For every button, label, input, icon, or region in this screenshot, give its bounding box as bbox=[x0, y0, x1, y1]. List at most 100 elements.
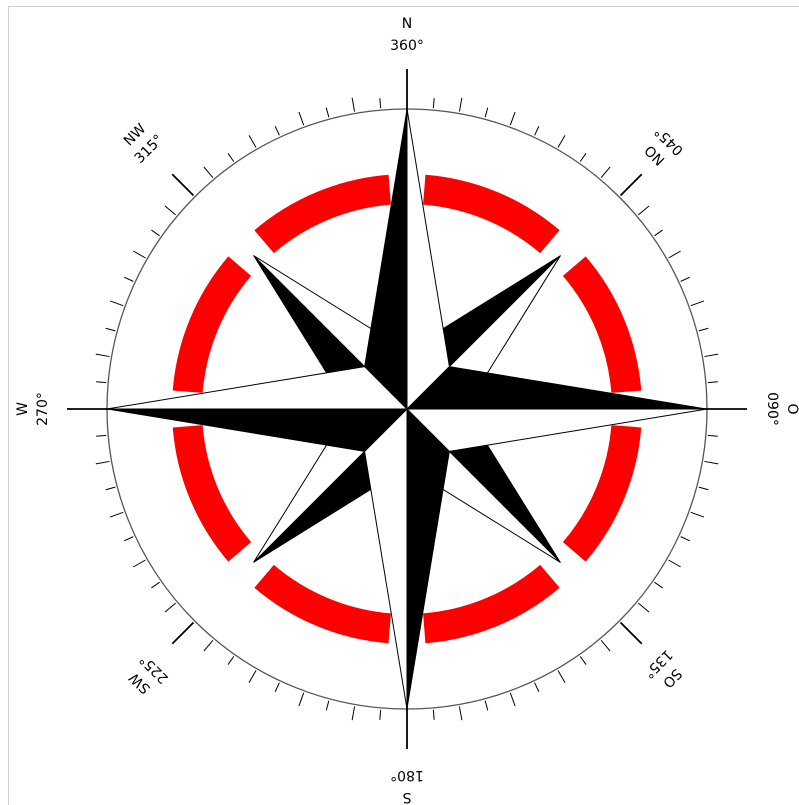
east-degrees: 090° bbox=[764, 392, 780, 426]
tick-mark bbox=[558, 135, 565, 147]
ring-segment bbox=[423, 565, 560, 643]
tick-mark bbox=[151, 582, 159, 588]
tick-mark bbox=[681, 537, 690, 541]
tick-mark bbox=[165, 206, 176, 215]
tick-mark bbox=[110, 301, 123, 306]
tick-mark bbox=[299, 112, 304, 125]
label-south: S 180° bbox=[390, 767, 424, 805]
label-northeast: NO 045° bbox=[638, 123, 687, 172]
tick-mark bbox=[459, 98, 461, 112]
tick-mark bbox=[485, 108, 488, 118]
tick-mark bbox=[249, 135, 256, 147]
tick-mark bbox=[691, 301, 704, 306]
tick-mark bbox=[204, 640, 213, 651]
label-southwest: SW 225° bbox=[123, 651, 172, 700]
tick-mark bbox=[433, 710, 434, 720]
tick-mark bbox=[708, 435, 718, 436]
tick-mark bbox=[133, 251, 145, 258]
tick-mark bbox=[669, 560, 681, 567]
tick-mark bbox=[699, 328, 709, 331]
compass-star bbox=[107, 109, 707, 709]
tick-mark bbox=[326, 108, 329, 118]
ring-segment bbox=[423, 175, 560, 253]
tick-mark bbox=[380, 710, 381, 720]
tick-mark bbox=[110, 512, 123, 517]
north-degrees: 360° bbox=[390, 38, 424, 54]
label-northwest: NW 315° bbox=[118, 118, 167, 167]
tick-mark bbox=[124, 537, 133, 541]
tick-mark bbox=[106, 487, 116, 490]
tick-mark bbox=[638, 206, 649, 215]
tick-mark bbox=[151, 230, 159, 236]
tick-mark bbox=[96, 354, 110, 356]
tick-mark bbox=[133, 560, 145, 567]
tick-mark bbox=[275, 683, 279, 692]
cardinal-point-dark bbox=[407, 367, 707, 409]
north-letter: N bbox=[402, 16, 412, 32]
tick-mark bbox=[352, 706, 354, 720]
cardinal-point-dark bbox=[365, 109, 407, 409]
tick-mark bbox=[433, 98, 434, 108]
tick-mark bbox=[204, 167, 213, 178]
ring-segment bbox=[173, 425, 251, 562]
tick-mark bbox=[699, 487, 709, 490]
south-letter: S bbox=[402, 789, 411, 805]
tick-mark bbox=[704, 354, 718, 356]
tick-mark bbox=[96, 435, 106, 436]
tick-mark bbox=[535, 126, 539, 135]
tick-mark bbox=[638, 603, 649, 612]
tick-mark bbox=[621, 623, 642, 644]
tick-mark bbox=[124, 277, 133, 281]
ring-segment bbox=[173, 256, 251, 393]
tick-mark bbox=[172, 623, 193, 644]
tick-mark bbox=[510, 112, 515, 125]
tick-mark bbox=[299, 693, 304, 706]
west-degrees: 270° bbox=[35, 392, 51, 426]
tick-mark bbox=[691, 512, 704, 517]
cardinal-point-light bbox=[407, 109, 449, 409]
tick-mark bbox=[580, 153, 586, 161]
cardinal-point-dark bbox=[407, 409, 449, 709]
tick-mark bbox=[704, 461, 718, 463]
tick-mark bbox=[249, 671, 256, 683]
tick-mark bbox=[580, 656, 586, 664]
cardinal-point-dark bbox=[107, 409, 407, 451]
tick-mark bbox=[485, 701, 488, 711]
tick-mark bbox=[96, 382, 106, 383]
west-letter: W bbox=[15, 402, 31, 416]
tick-mark bbox=[535, 683, 539, 692]
tick-mark bbox=[601, 640, 610, 651]
tick-mark bbox=[669, 251, 681, 258]
tick-mark bbox=[601, 167, 610, 178]
tick-mark bbox=[96, 461, 110, 463]
ring-segment bbox=[563, 256, 641, 393]
cardinal-point-light bbox=[407, 409, 707, 451]
tick-mark bbox=[681, 277, 690, 281]
tick-mark bbox=[106, 328, 116, 331]
ring-segment bbox=[563, 425, 641, 562]
tick-mark bbox=[459, 706, 461, 720]
tick-mark bbox=[654, 230, 662, 236]
east-letter: O bbox=[784, 403, 799, 414]
label-southeast: SO 135° bbox=[640, 646, 689, 695]
tick-mark bbox=[275, 126, 279, 135]
tick-mark bbox=[654, 582, 662, 588]
cardinal-point-light bbox=[107, 367, 407, 409]
tick-mark bbox=[510, 693, 515, 706]
tick-mark bbox=[228, 153, 234, 161]
tick-mark bbox=[165, 603, 176, 612]
tick-mark bbox=[621, 174, 642, 195]
label-east: O 090° bbox=[764, 392, 799, 426]
tick-mark bbox=[172, 174, 193, 195]
label-west: W 270° bbox=[15, 392, 51, 426]
tick-mark bbox=[380, 98, 381, 108]
tick-mark bbox=[352, 98, 354, 112]
label-north: N 360° bbox=[390, 16, 424, 54]
south-degrees: 180° bbox=[390, 767, 424, 783]
tick-mark bbox=[228, 656, 234, 664]
tick-mark bbox=[708, 382, 718, 383]
tick-mark bbox=[558, 671, 565, 683]
ring-segment bbox=[254, 565, 391, 643]
tick-mark bbox=[326, 701, 329, 711]
